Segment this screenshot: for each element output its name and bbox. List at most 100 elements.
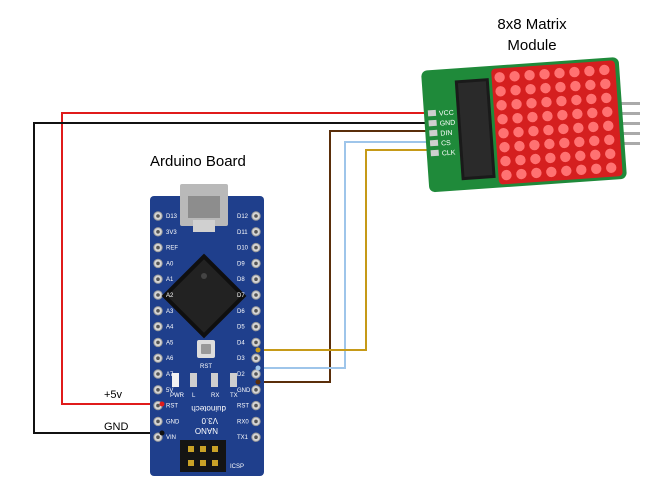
header-pins [153, 211, 261, 442]
status-leds [172, 373, 237, 387]
led-matrix [491, 60, 623, 185]
led-dot [499, 141, 510, 153]
led-dot [570, 80, 581, 92]
module-pin-label: DIN [440, 130, 453, 138]
cs-wire [258, 141, 430, 369]
arduino-pin-label: 3V3 [166, 230, 177, 236]
led-dot [511, 98, 522, 110]
led-dot [514, 140, 525, 152]
arduino-pin-label: D12 [237, 214, 249, 220]
arduino-pin-label: TX1 [237, 435, 249, 441]
matrix-title-line1: 8x8 Matrix [497, 16, 567, 33]
led-labels: PWR L RX TX [170, 393, 238, 399]
led-dot [589, 135, 600, 147]
icsp-label: ICSP [230, 464, 244, 470]
led-dot [603, 120, 614, 132]
led-dot [561, 165, 572, 177]
led-dot [494, 72, 505, 83]
board-model-text: NANO [195, 426, 218, 435]
arduino-pin-label: GND [166, 419, 180, 425]
arduino-board-title: Arduino Board [150, 153, 246, 170]
led-dot [590, 149, 601, 161]
led-dot [512, 112, 523, 124]
icsp-header [180, 440, 226, 472]
led-dot [557, 109, 568, 121]
arduino-pin-label: A0 [166, 261, 174, 267]
arduino-pin-label: A7 [166, 372, 174, 378]
led-dot [573, 122, 584, 134]
arduino-pin-label: A1 [166, 277, 174, 283]
led-dot [554, 67, 565, 79]
led-dot [498, 127, 509, 139]
led-dot [601, 92, 612, 104]
arduino-pin-label: VIN [166, 435, 176, 441]
led-dot [584, 65, 595, 77]
led-dot [539, 68, 550, 80]
led-dot [605, 148, 616, 159]
din-wire [258, 130, 430, 383]
led-dot [510, 85, 521, 96]
led-label: L [192, 393, 196, 399]
arduino-pin-label: D3 [237, 356, 245, 362]
led-dot [524, 70, 535, 81]
wire-junctions [159, 347, 261, 436]
led-dot [555, 81, 566, 93]
led-dot [513, 126, 524, 138]
led-dot [529, 139, 540, 151]
led-dot [606, 162, 617, 173]
led-dot [516, 168, 527, 180]
led-dot [530, 153, 541, 165]
matrix-module: VCC GND DIN CS CLK [421, 57, 640, 193]
arduino-pin-label: RX0 [237, 419, 249, 425]
led-dot [546, 166, 557, 178]
board-version-text: V3.0 [201, 416, 218, 425]
led-dot [599, 64, 610, 76]
arduino-pin-label: A5 [166, 340, 174, 346]
led-dot-grid [494, 64, 617, 181]
led-dot [544, 138, 555, 150]
arduino-pin-label: A3 [166, 309, 174, 315]
vcc-wire [61, 112, 430, 405]
led-dot [509, 71, 520, 82]
arduino-pin-label: REF [166, 246, 178, 252]
led-dot [569, 66, 580, 78]
led-dot [558, 123, 569, 135]
led-dot [500, 155, 511, 167]
arduino-pin-label: D10 [237, 246, 249, 252]
arduino-pin-label: D2 [237, 372, 245, 378]
atmega-chip [161, 253, 247, 339]
led-dot [543, 124, 554, 136]
led-dot [575, 150, 586, 162]
arduino-pin-label: D8 [237, 277, 245, 283]
led-dot [560, 151, 571, 163]
board-silkscreen: NANO V3.0 duinotech [191, 404, 226, 435]
led-dot [515, 154, 526, 166]
led-dot [600, 78, 611, 90]
led-dot [528, 125, 539, 137]
arduino-pin-label: D7 [237, 293, 245, 299]
led-dot [588, 121, 599, 133]
arduino-pin-label: D4 [237, 340, 245, 346]
led-dot [526, 97, 537, 109]
arduino-pin-label: D13 [166, 214, 178, 220]
ground-label: GND [104, 421, 129, 433]
reset-label: RST [200, 364, 212, 370]
module-output-pins [618, 102, 640, 145]
led-dot [531, 167, 542, 179]
led-dot [585, 79, 596, 91]
module-pin-label: GND [439, 120, 455, 128]
led-dot [586, 93, 597, 105]
power-label: +5v [104, 389, 123, 401]
led-dot [542, 110, 553, 122]
led-dot [602, 106, 613, 118]
power-led [172, 373, 179, 387]
arduino-pin-label: RST [237, 404, 249, 410]
led-dot [576, 164, 587, 176]
module-pin-labels: VCC GND DIN CS CLK [439, 110, 456, 158]
led-dot [572, 108, 583, 120]
module-pin-label: CS [441, 140, 452, 148]
led-dot [501, 169, 512, 181]
led-dot [496, 100, 507, 111]
